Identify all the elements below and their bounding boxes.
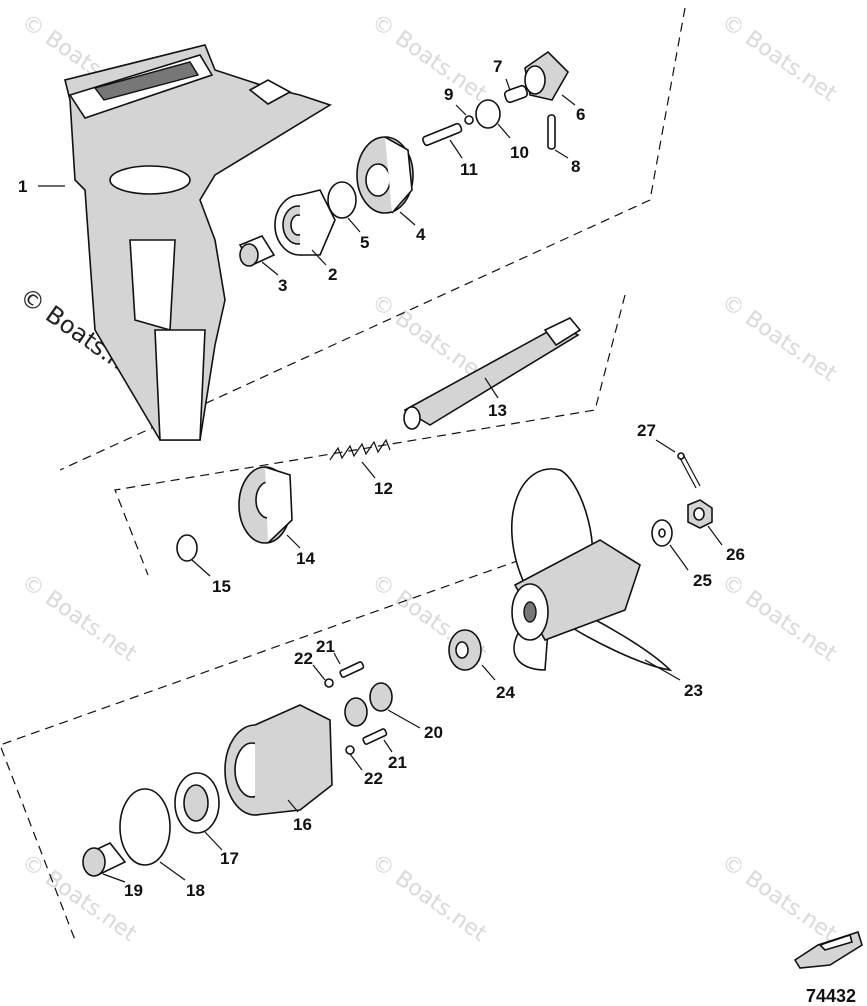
watermark-5: © Boats.net [717, 289, 842, 387]
spring-12 [329, 438, 391, 461]
callout-22-lower: 22 [364, 769, 383, 788]
callout-27: 27 [637, 421, 656, 440]
watermark-6: © Boats.net [17, 569, 142, 667]
callout-21-lower: 21 [388, 753, 407, 772]
watermark-11: © Boats.net [717, 849, 842, 947]
propeller-nut [687, 499, 713, 529]
washer-15 [176, 534, 198, 562]
callout-1: 1 [18, 177, 27, 196]
carrier-ball-bearing [174, 772, 220, 834]
callout-8: 8 [571, 157, 580, 176]
bearing-carrier [224, 704, 333, 816]
screw-lower [362, 728, 388, 745]
watermark-10: © Boats.net [367, 849, 492, 947]
callout-12: 12 [374, 479, 393, 498]
callout-9: 9 [444, 85, 453, 104]
boat-icon [793, 930, 863, 969]
callout-17: 17 [220, 849, 239, 868]
callout-labels: 1 2 3 4 5 6 7 8 9 10 11 12 13 14 15 16 1… [18, 57, 745, 900]
callout-3: 3 [278, 276, 287, 295]
propeller-shaft [403, 317, 582, 430]
figure-number: 74432 [806, 986, 856, 1006]
callout-20: 20 [424, 723, 443, 742]
lower-boundary [0, 559, 521, 941]
needle-bearing-3 [238, 235, 276, 267]
assembly-boundaries [0, 7, 686, 941]
callout-13: 13 [488, 401, 507, 420]
cam-follower [503, 84, 529, 104]
washer-22-upper [324, 678, 334, 688]
callout-14: 14 [296, 549, 315, 568]
leader-lines [38, 78, 723, 883]
screw-upper [339, 661, 365, 678]
washer-25 [651, 519, 673, 547]
callout-7: 7 [493, 57, 502, 76]
watermark-3: © Boats.net [717, 9, 842, 107]
callout-26: 26 [726, 545, 745, 564]
callout-16: 16 [293, 815, 312, 834]
pin-8 [547, 114, 556, 150]
callout-10: 10 [510, 143, 529, 162]
ball-9 [464, 115, 474, 125]
callout-15: 15 [212, 577, 231, 596]
callout-4: 4 [416, 225, 426, 244]
callout-18: 18 [186, 881, 205, 900]
o-ring-5 [327, 181, 357, 219]
gear-housing [64, 44, 332, 441]
callout-22-upper: 22 [294, 649, 313, 668]
thrust-hub [448, 629, 482, 671]
watermark-8: © Boats.net [717, 569, 842, 667]
callout-19: 19 [124, 881, 143, 900]
callout-21-upper: 21 [316, 637, 335, 656]
callout-23: 23 [684, 681, 703, 700]
bevel-gear [238, 466, 293, 544]
ball-bearing [274, 189, 336, 256]
oil-seals [344, 682, 393, 727]
needle-bearing-19 [82, 842, 127, 877]
watermark-2: © Boats.net [367, 9, 492, 107]
o-ring-18 [119, 788, 171, 866]
shift-shaft-pin [422, 122, 463, 147]
cotter-pin [677, 452, 701, 489]
retaining-ring-10 [475, 99, 501, 129]
callout-25: 25 [693, 571, 712, 590]
callout-24: 24 [496, 683, 515, 702]
washer-22-lower [345, 745, 355, 755]
middle-boundary [114, 294, 626, 576]
callout-2: 2 [328, 265, 337, 284]
callout-6: 6 [576, 105, 585, 124]
propeller [511, 468, 673, 672]
callout-11: 11 [460, 160, 478, 179]
clutch-dog [524, 50, 569, 101]
callout-5: 5 [360, 233, 369, 252]
upper-boundary [59, 7, 686, 471]
pinion-gear [356, 136, 414, 214]
